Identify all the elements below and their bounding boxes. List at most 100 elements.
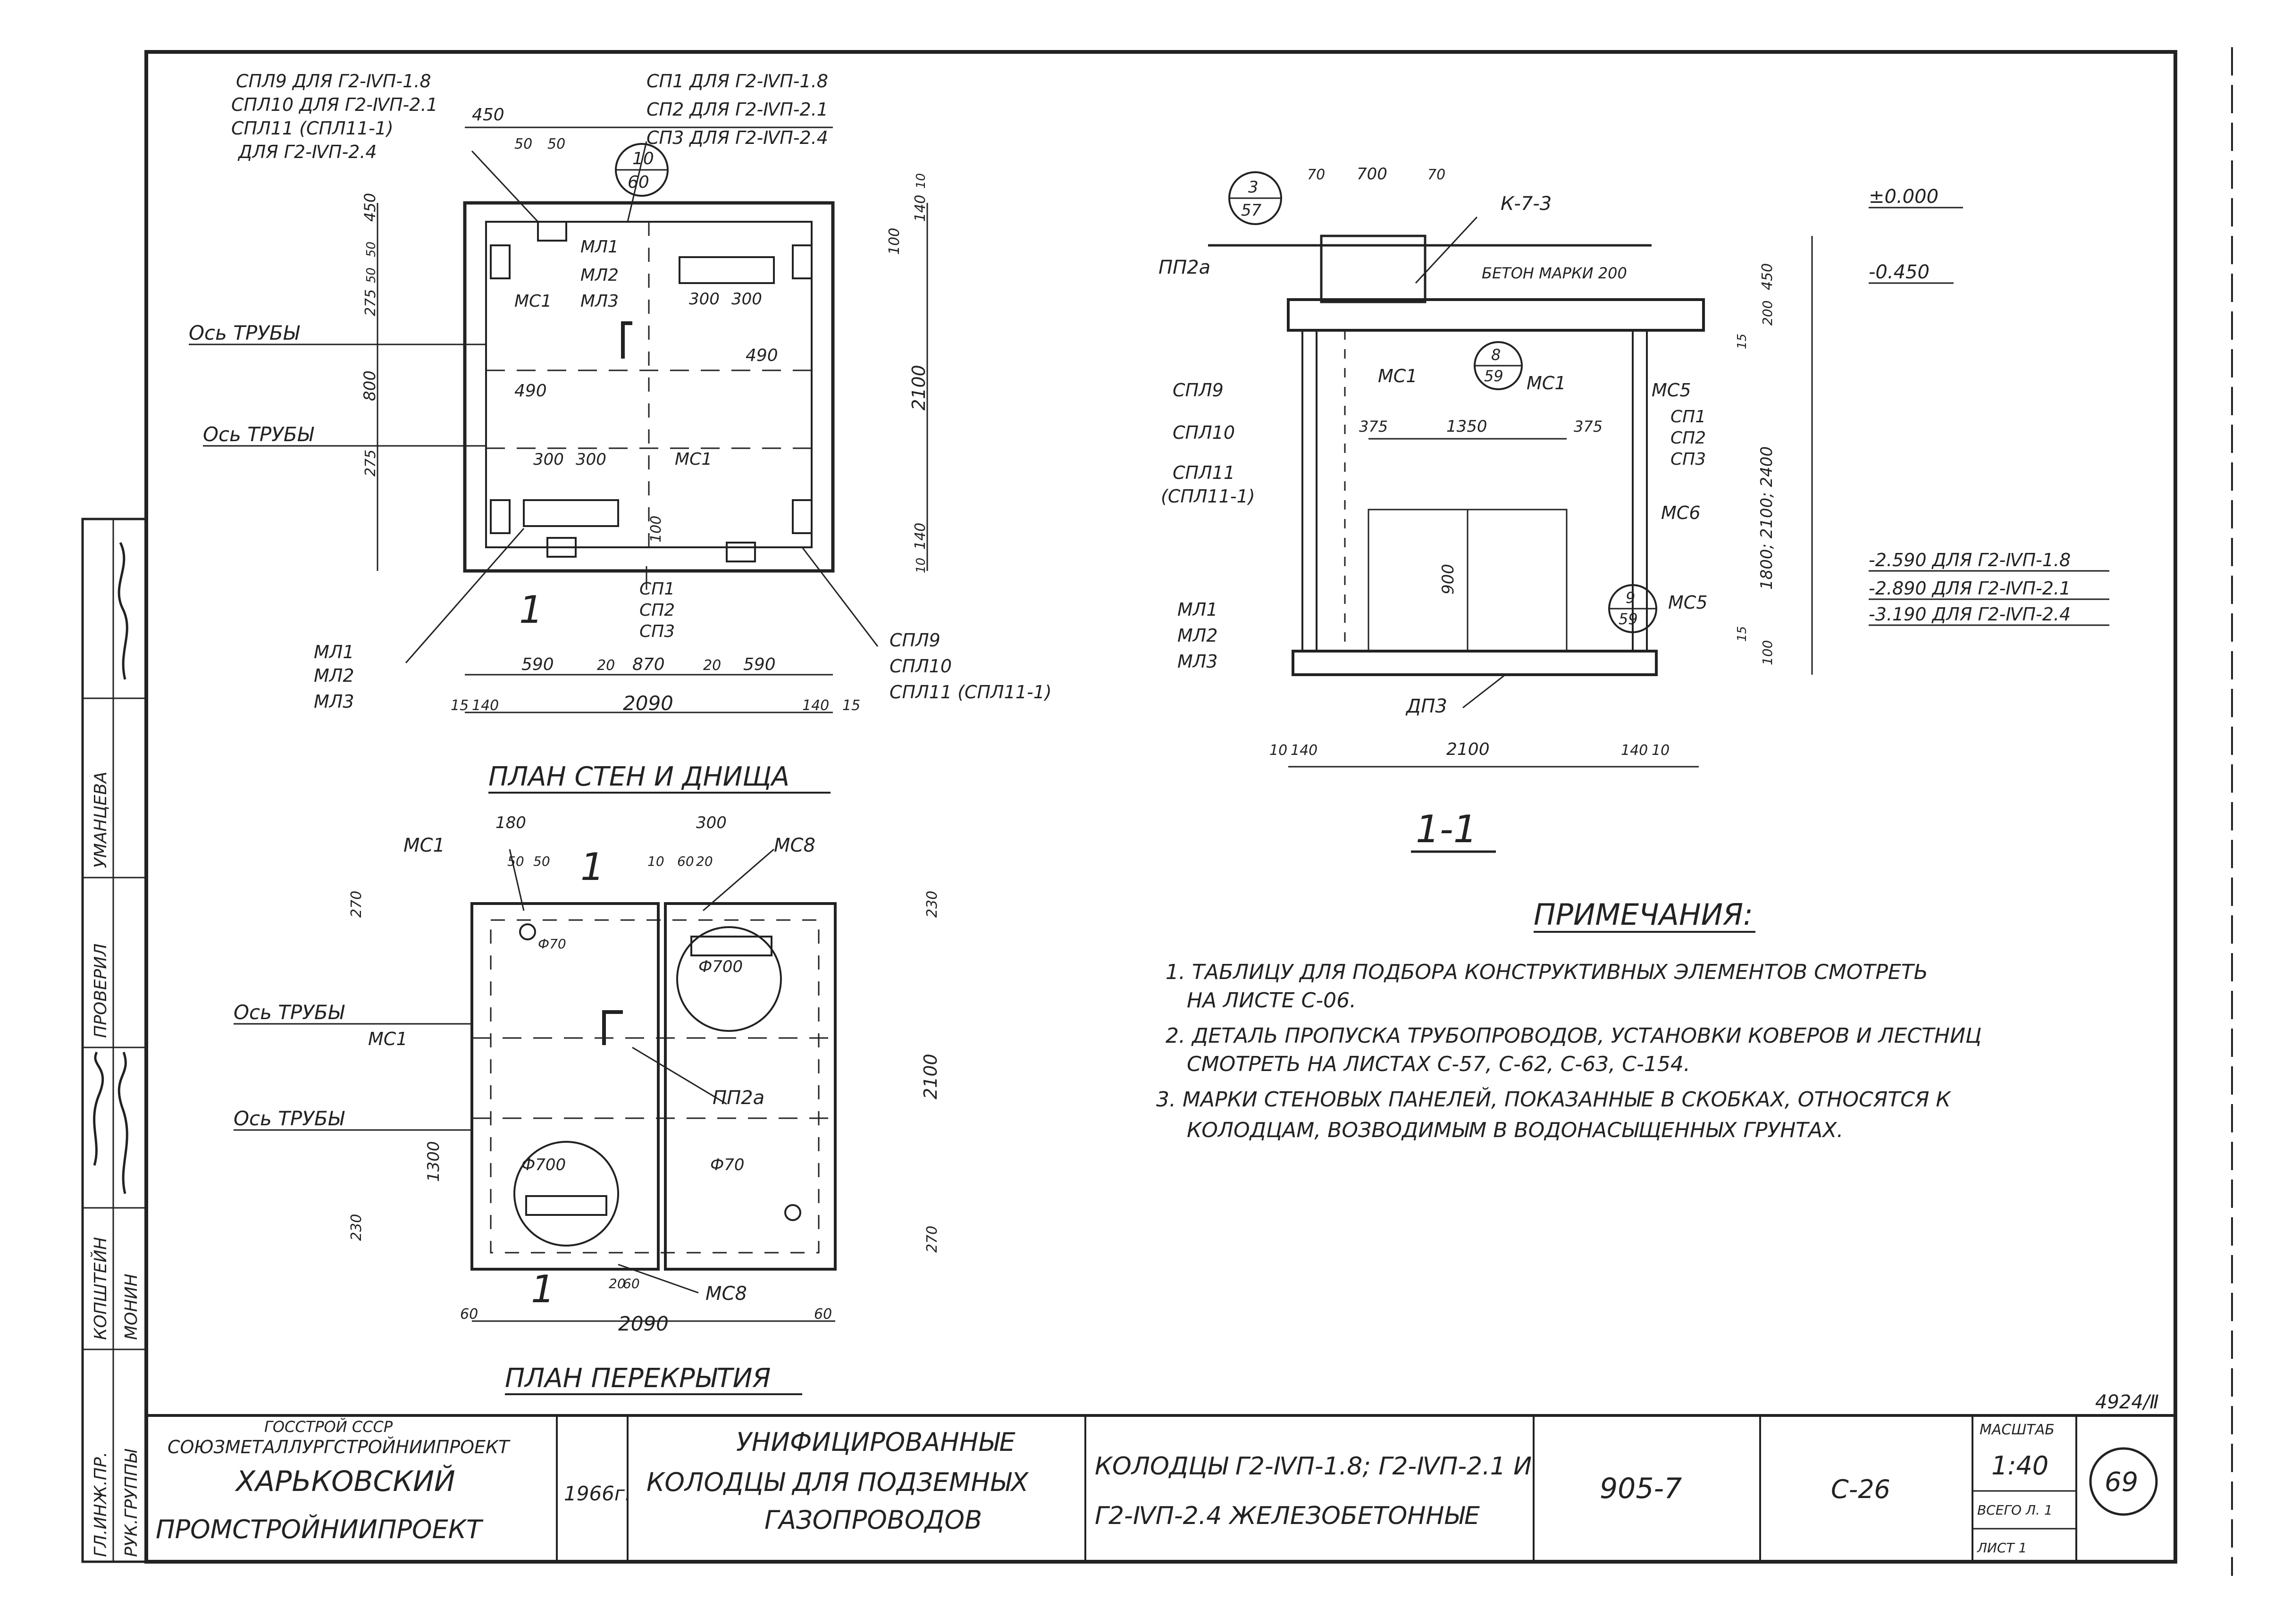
dim-left-800: 800 (361, 370, 379, 401)
section-dim-right-heights: 1800; 2100; 2400 (1757, 446, 1776, 590)
cover-dim-bottom-20: 20 (609, 1276, 626, 1291)
note-line-1: 1. ТАБЛИЦУ ДЛЯ ПОДБОРА КОНСТРУКТИВНЫХ ЭЛ… (1166, 960, 1928, 984)
stamp-name-3: УМАНЦЕВА (91, 771, 110, 868)
section-dim-right-200: 200 (1760, 301, 1775, 326)
title-line-1: УНИФИЦИРОВАННЫЕ (736, 1427, 1016, 1457)
walls-sp3: СП3 (639, 622, 675, 641)
section-mc6: МС6 (1661, 502, 1701, 523)
scale-value: 1:40 (1991, 1451, 2048, 1481)
walls-300a: 300 (689, 290, 720, 309)
level-0450: -0.450 (1869, 261, 1930, 283)
dim-left-50a: 50 (364, 242, 378, 257)
walls-dim-15b: 15 (842, 697, 860, 714)
walls-300d: 300 (576, 450, 606, 469)
dim-top-450: 450 (472, 105, 504, 125)
section-ml2: МЛ2 (1177, 625, 1218, 646)
section-mc5-bottom: МС5 (1668, 592, 1708, 613)
sheet-number: ЛИСТ 1 (1977, 1540, 2027, 1556)
plan-walls-outer (463, 201, 835, 573)
cover-hatch-left (513, 1141, 619, 1247)
section-spl11: СПЛ11 (1173, 462, 1235, 483)
walls-axis-2: Ось ТРУБЫ (203, 423, 314, 446)
section-dim-right-15a: 15 (1735, 334, 1749, 349)
section-badge-b-top: 8 (1491, 346, 1501, 364)
stamp-role-chief: ГЛ.ИНЖ.ПР. (91, 1452, 110, 1557)
cover-phi70-left: Ф70 (538, 936, 566, 952)
dim-right-140a: 140 (912, 195, 929, 222)
section-title: 1-1 (1416, 807, 1477, 851)
walls-dim-140a: 140 (472, 697, 499, 714)
walls-dim-2090: 2090 (623, 692, 673, 715)
callout-left-4: ДЛЯ Г2-ⅣП-2.4 (237, 142, 377, 162)
section-pp2a: ПП2а (1158, 257, 1210, 278)
cover-dim-right-230: 230 (924, 891, 940, 918)
walls-dim-590b: 590 (743, 655, 776, 674)
dim-left-450: 450 (361, 193, 379, 222)
walls-300b: 300 (731, 290, 762, 309)
dim-right-10b: 10 (914, 558, 928, 573)
section-badge-a-top: 3 (1248, 178, 1259, 197)
level-2890: -2.890 ДЛЯ Г2-ⅣП-2.1 (1869, 578, 2071, 599)
title-year: 1966г. (564, 1482, 631, 1505)
walls-mc1-top: МС1 (514, 292, 552, 311)
section-dim-bottom-2100: 2100 (1446, 740, 1490, 759)
section-sp3: СП3 (1670, 450, 1706, 469)
section-badge-c-top: 9 (1626, 589, 1635, 607)
walls-mc1-bottom: МС1 (675, 450, 712, 469)
callout-left-3: СПЛ11 (СПЛ11-1) (231, 118, 394, 139)
walls-dim-15a: 15 (451, 697, 469, 714)
sheets-total: ВСЕГО Л. 1 (1977, 1502, 2053, 1518)
title-block: ГОССТРОЙ СССР СОЮЗМЕТАЛЛУРГСТРОЙНИИПРОЕК… (145, 1391, 2177, 1563)
cover-section-mark-top: 1 (580, 845, 604, 889)
callout-left-2: СПЛ10 ДЛЯ Г2-ⅣП-2.1 (231, 94, 438, 115)
cover-mc1-mid: МС1 (368, 1029, 408, 1049)
cover-dim-180: 180 (495, 813, 526, 832)
section-k73: К-7-3 (1501, 193, 1552, 215)
stamp-name-2: МОНИН (122, 1274, 141, 1340)
section-dim-right-450: 450 (1759, 263, 1776, 290)
title-line-3: ГАЗОПРОВОДОВ (764, 1505, 982, 1535)
note-line-5: 3. МАРКИ СТЕНОВЫХ ПАНЕЛЕЙ, ПОКАЗАННЫЕ В … (1156, 1087, 1951, 1112)
walls-dim-590a: 590 (521, 655, 554, 674)
callout-right-2: СП2 ДЛЯ Г2-ⅣП-2.1 (646, 99, 828, 120)
cover-axis-2: Ось ТРУБЫ (234, 1107, 345, 1130)
scale-label: МАСШТАБ (1980, 1422, 2055, 1438)
walls-sp2: СП2 (639, 601, 675, 620)
cover-pp2a: ПП2а (713, 1087, 764, 1109)
dim-right-100b: 100 (648, 516, 664, 543)
cover-mc8-top: МС8 (774, 835, 815, 856)
section-dim-right-100: 100 (1760, 640, 1775, 665)
walls-spl9: СПЛ9 (890, 630, 940, 651)
org-promstroy: ПРОМСТРОЙНИИПРОЕКТ (156, 1515, 484, 1544)
section-spl11-1: (СПЛ11-1) (1161, 486, 1255, 507)
section-ml3: МЛ3 (1177, 651, 1218, 672)
section-dim-70a: 70 (1307, 167, 1325, 183)
plan-walls: СПЛ9 ДЛЯ Г2-ⅣП-1.8 СПЛ10 ДЛЯ Г2-ⅣП-2.1 С… (189, 71, 1052, 794)
walls-dim-140b: 140 (802, 697, 829, 714)
section-dim-375b: 375 (1574, 418, 1603, 435)
section-dim-900: 900 (1439, 564, 1458, 594)
subject-line-1: КОЛОДЦЫ Г2-ⅣП-1.8; Г2-ⅣП-2.1 И (1095, 1452, 1532, 1481)
walls-ml3: МЛ3 (580, 292, 619, 311)
section-sp1: СП1 (1670, 407, 1706, 427)
cover-phi700-left: Ф700 (521, 1155, 566, 1174)
walls-section-mark: 1 (519, 588, 543, 632)
title-line-2: КОЛОДЦЫ ДЛЯ ПОДЗЕМНЫХ (646, 1467, 1029, 1497)
dim-right-2100: 2100 (908, 365, 929, 410)
cover-hatch-right (676, 926, 782, 1032)
walls-490-left: 490 (514, 381, 547, 401)
cover-dim-50a: 50 (507, 854, 524, 869)
signature-3 (117, 1052, 128, 1194)
dim-right-10a: 10 (914, 173, 928, 189)
level-3190: -3.190 ДЛЯ Г2-ⅣП-2.4 (1869, 604, 2071, 625)
section-dim-bottom-10b: 10 (1652, 742, 1670, 759)
signature-2 (93, 1051, 104, 1166)
section-dim-bottom-140b: 140 (1621, 742, 1648, 759)
cover-dim-right-2100: 2100 (920, 1054, 941, 1099)
section-mc1-right: МС1 (1527, 373, 1566, 393)
section-spl9: СПЛ9 (1173, 380, 1224, 401)
cover-dim-300: 300 (696, 813, 727, 832)
cover-mc8-bottom: МС8 (705, 1283, 747, 1305)
section-badge-c-bottom: 59 (1619, 610, 1638, 628)
cover-left-slab (470, 902, 660, 1271)
